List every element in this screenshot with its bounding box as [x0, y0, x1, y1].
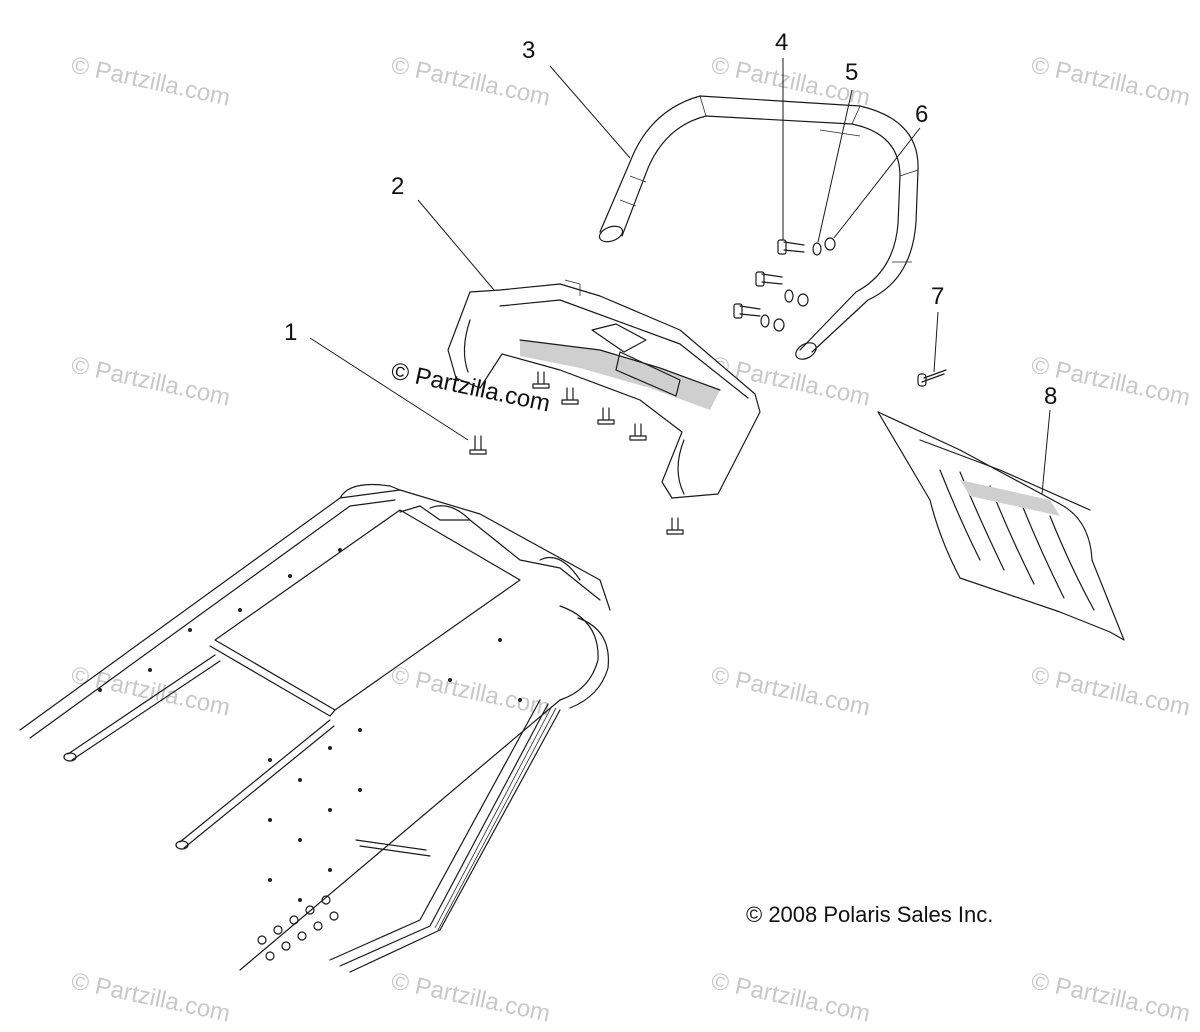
part-tunnel-chassis: [19, 483, 611, 973]
watermark: © Partzilla.com: [1029, 661, 1193, 721]
leader-line-3: [549, 65, 631, 159]
watermark: © Partzilla.com: [1029, 51, 1193, 111]
part-push-rivet: [917, 369, 947, 387]
leader-line-2: [417, 199, 495, 291]
part-bumper-housing: [447, 279, 761, 499]
leader-line-8: [1041, 409, 1051, 495]
part-fasteners: [733, 237, 836, 332]
watermark: © Partzilla.com: [69, 967, 233, 1027]
callout-2: 2: [391, 173, 404, 200]
copyright-notice: © 2008 Polaris Sales Inc.: [746, 902, 993, 927]
part-rivets: [469, 371, 684, 535]
leader-lines: [309, 58, 1051, 495]
watermark: © Partzilla.com: [1029, 967, 1193, 1027]
watermark: © Partzilla.com: [389, 967, 553, 1027]
watermark: © Partzilla.com: [709, 661, 873, 721]
callout-4: 4: [775, 29, 788, 56]
callout-7: 7: [931, 283, 944, 310]
watermark: © Partzilla.com: [709, 967, 873, 1027]
callout-1: 1: [284, 319, 297, 346]
watermark: © Partzilla.com: [389, 661, 553, 721]
watermark: © Partzilla.com: [69, 51, 233, 111]
leader-line-1: [309, 337, 469, 441]
leader-line-5: [817, 89, 853, 243]
callout-3: 3: [522, 37, 535, 64]
leader-line-6: [833, 127, 921, 239]
callout-5: 5: [845, 59, 858, 86]
part-grab-bar: [598, 95, 919, 360]
chassis-holes: [98, 548, 522, 961]
callout-8: 8: [1044, 383, 1057, 410]
callout-6: 6: [915, 101, 928, 128]
part-snow-flap: [877, 411, 1125, 641]
watermark: © Partzilla.com: [69, 351, 233, 411]
leader-line-7: [933, 311, 939, 373]
callouts: 1 2 3 4 5 6 7 8: [284, 29, 1057, 410]
